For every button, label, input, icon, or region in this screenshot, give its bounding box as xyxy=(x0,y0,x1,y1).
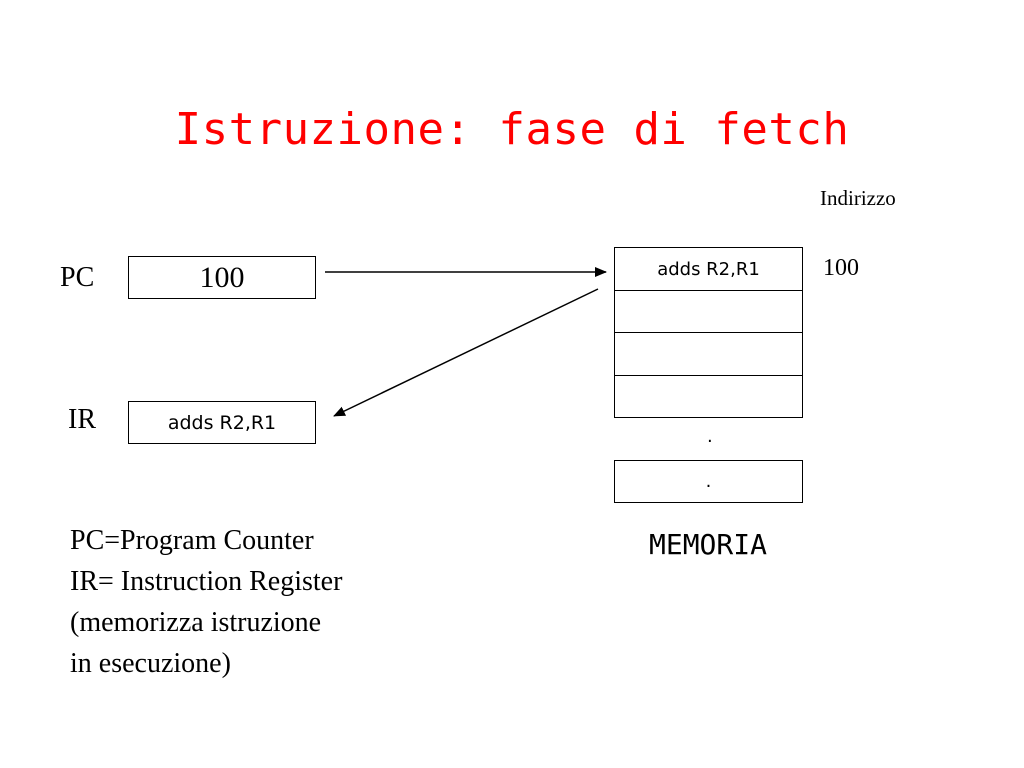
memory-address-100: 100 xyxy=(823,255,859,281)
memory-last-cell-content: . xyxy=(705,471,712,492)
memory-to-ir-arrow xyxy=(333,288,599,417)
ir-value: adds R2,R1 xyxy=(167,411,277,434)
memory-cell xyxy=(614,332,803,376)
memory-cell: adds R2,R1 xyxy=(614,247,803,291)
legend-line: PC=Program Counter xyxy=(70,525,314,556)
legend-line: in esecuzione) xyxy=(70,648,231,679)
address-header: Indirizzo xyxy=(820,186,896,210)
memory-cell xyxy=(614,290,803,333)
slide-title: Istruzione: fase di fetch xyxy=(174,104,850,155)
pc-label: PC xyxy=(60,262,95,293)
ir-register-box: adds R2,R1 xyxy=(128,401,316,444)
legend-line: IR= Instruction Register xyxy=(70,566,343,597)
pc-register-box: 100 xyxy=(128,256,316,299)
ir-label: IR xyxy=(68,404,96,435)
memory-gap-dot: . xyxy=(707,426,713,447)
memory-cell-content: adds R2,R1 xyxy=(657,258,760,280)
memory-label: MEMORIA xyxy=(648,528,767,561)
legend-line: (memorizza istruzione xyxy=(70,607,322,638)
legend: PC=Program Counter IR= Instruction Regis… xyxy=(70,520,342,684)
pc-value: 100 xyxy=(199,260,245,294)
memory-last-cell: . xyxy=(614,460,803,503)
memory-cell xyxy=(614,375,803,418)
